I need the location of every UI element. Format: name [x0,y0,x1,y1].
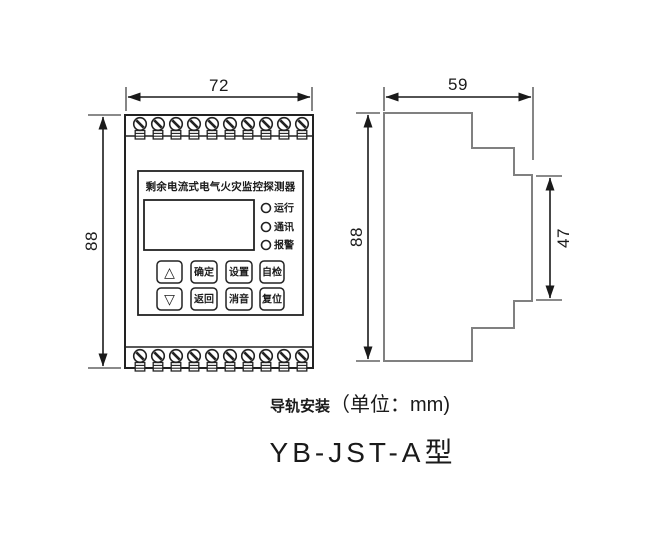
side-height-label: 88 [347,227,366,247]
screw-icon [294,116,310,141]
led-run-icon [260,202,272,214]
led-alarm-label: 报警 [274,239,294,252]
screw-icon [204,348,220,373]
button-back-label: 返回 [194,293,214,306]
button-up [156,260,183,284]
front-height-label: 88 [82,231,101,251]
button-confirm [190,260,218,284]
button-down [156,287,183,311]
screw-icon [168,116,184,141]
screw-icon [186,116,202,141]
led-comm-icon [260,221,272,233]
rail-height-dimension: 47 [536,175,573,301]
button-reset [259,287,285,311]
screw-icon [150,348,166,373]
button-mute [225,287,253,311]
side-width-dimension: 59 [383,75,534,160]
front-width-dimension: 72 [125,76,313,111]
mount-caption: 导轨安装（单位：mm) [60,392,660,420]
front-width-label: 72 [209,76,229,95]
lcd-display [143,199,255,251]
unit-text: （单位：mm) [330,394,450,416]
side-profile-outline [383,112,533,362]
screw-icon [294,348,310,373]
screw-icon [186,348,202,373]
screw-icon [240,348,256,373]
button-row-1: △ 确定 设置 自检 [156,260,285,284]
rail-height-label: 47 [554,228,573,248]
button-set-label: 设置 [229,266,249,279]
side-view: 59 88 47 [347,75,573,362]
screw-icon [204,116,220,141]
screw-icon [240,116,256,141]
model-label: YB-JST-A型 [269,437,457,468]
button-reset-label: 复位 [261,293,282,306]
screw-icon [222,348,238,373]
mount-type-text: 导轨安装 [270,398,331,415]
screw-icon [258,348,274,373]
screw-icon [168,348,184,373]
screw-icon [276,348,292,373]
button-back [190,287,218,311]
up-triangle-icon: △ [164,264,175,280]
screw-icon [132,116,148,141]
led-comm-label: 通讯 [274,221,294,234]
button-self-test-label: 自检 [262,266,282,279]
screw-icon [150,116,166,141]
led-indicators: 运行 通讯 报警 [260,202,294,252]
screw-icon [222,116,238,141]
front-height-dimension: 88 [82,114,121,369]
led-run-label: 运行 [274,202,294,215]
device-title: 剩余电流式电气火灾监控探测器 [146,180,296,193]
screw-icon [276,116,292,141]
button-confirm-label: 确定 [194,266,214,279]
side-height-dimension: 88 [347,112,380,362]
side-width-label: 59 [448,75,468,94]
led-alarm-icon [260,239,272,251]
button-row-2: ▽ 返回 消音 复位 [156,287,285,311]
front-view: 72 88 [82,76,314,373]
button-self-test [259,260,285,284]
down-triangle-icon: ▽ [164,291,175,307]
button-set [225,260,253,284]
screw-icon [258,116,274,141]
button-mute-label: 消音 [229,293,249,306]
screw-icon [132,348,148,373]
